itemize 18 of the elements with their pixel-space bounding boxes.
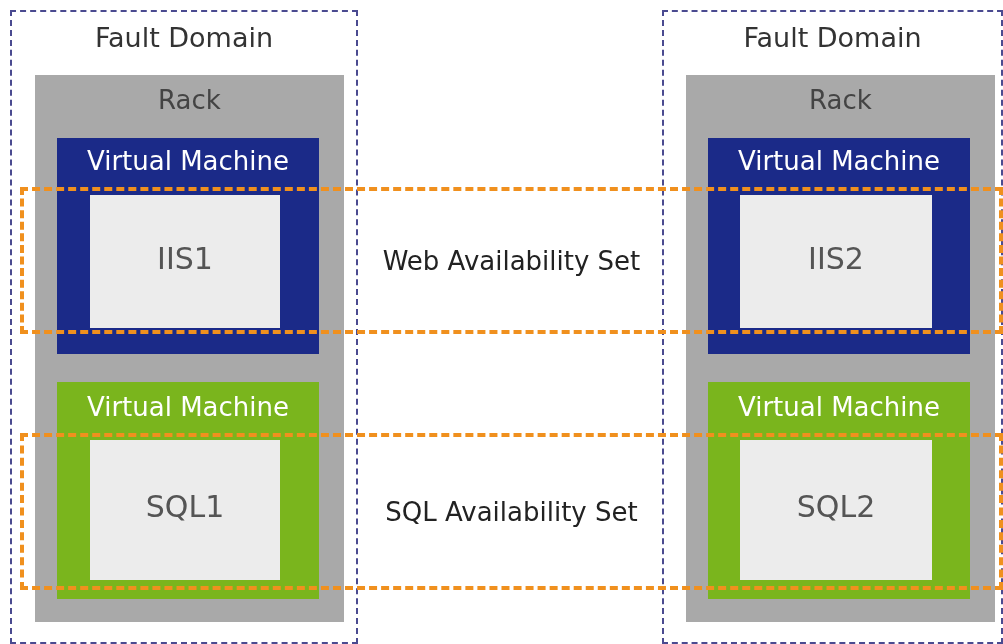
virtual-machine-title: Virtual Machine [86,146,290,176]
server-label: SQL2 [796,489,876,524]
rack-title: Rack [809,85,872,115]
availability-set-box [20,433,1003,590]
virtual-machine-title: Virtual Machine [86,392,290,422]
virtual-machine-title: Virtual Machine [737,392,941,422]
availability-set-box [20,187,1003,334]
server-label: SQL1 [145,489,225,524]
rack-title: Rack [158,85,221,115]
server-box [740,195,932,328]
fault-domain-title: Fault Domain [94,22,274,53]
server-label: IIS2 [808,240,864,276]
server-box [740,440,932,580]
server-label: IIS1 [157,240,213,276]
server-box [90,195,280,328]
fault-domain-title: Fault Domain [743,22,922,53]
virtual-machine-title: Virtual Machine [737,146,941,176]
server-box [90,440,280,580]
